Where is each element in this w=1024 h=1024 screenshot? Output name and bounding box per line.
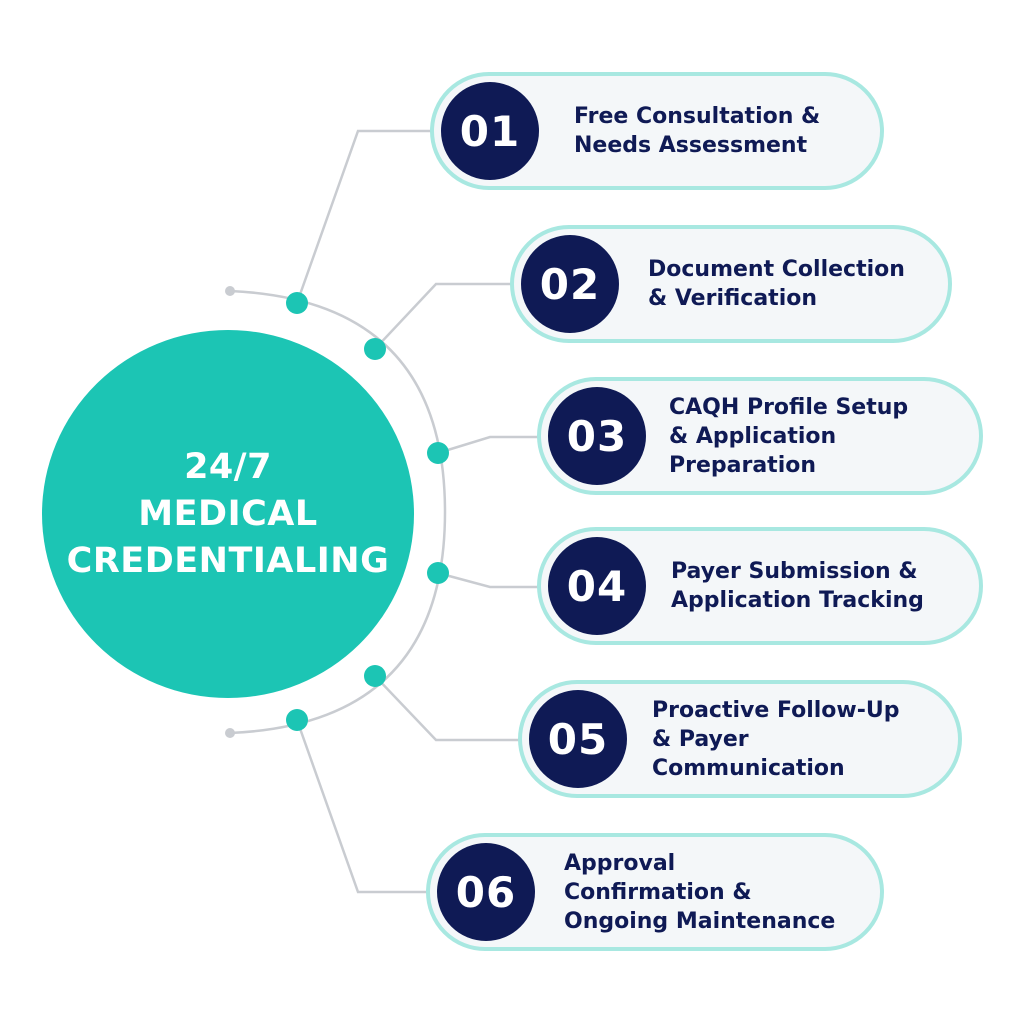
step-01: 01 Free Consultation & Needs Assessment	[430, 72, 884, 190]
step-label: Approval Confirmation & Ongoing Maintena…	[564, 837, 866, 947]
step-number-badge: 01	[441, 82, 539, 180]
arc-end-dot-bottom	[225, 728, 235, 738]
step-label-line: Needs Assessment	[574, 133, 808, 158]
node-dot-05	[364, 665, 386, 687]
step-label: CAQH Profile Setup & Application Prepara…	[669, 381, 965, 491]
step-label-line: Application Tracking	[671, 588, 924, 613]
hub-line-3: CREDENTIALING	[66, 540, 390, 581]
step-number-badge: 03	[548, 387, 646, 485]
step-label-line: Preparation	[669, 452, 817, 478]
step-label: Proactive Follow-Up & Payer Communicatio…	[652, 684, 944, 794]
step-06: 06 Approval Confirmation & Ongoing Maint…	[426, 833, 884, 951]
node-dot-06	[286, 709, 308, 731]
step-number-badge: 06	[437, 843, 535, 941]
step-04: 04 Payer Submission & Application Tracki…	[537, 527, 983, 645]
connector-arc	[229, 289, 447, 735]
hub-line-2: MEDICAL	[138, 493, 318, 534]
step-label-line: Document Collection	[648, 257, 905, 282]
step-label: Payer Submission & Application Tracking	[671, 531, 965, 641]
step-label-line: Ongoing Maintenance	[564, 908, 836, 934]
step-number-badge: 04	[548, 537, 646, 635]
step-label-line: Payer Submission &	[671, 559, 918, 584]
hub-circle: 24/7 MEDICAL CREDENTIALING	[42, 330, 414, 698]
connector-02	[374, 282, 514, 350]
step-label-line: Communication	[652, 755, 845, 781]
connector-06	[295, 719, 430, 894]
arc-end-dot-top	[225, 286, 235, 296]
hub-line-1: 24/7	[184, 446, 272, 487]
step-05: 05 Proactive Follow-Up & Payer Communica…	[518, 680, 962, 798]
step-03: 03 CAQH Profile Setup & Application Prep…	[537, 377, 983, 495]
step-label: Free Consultation & Needs Assessment	[574, 76, 866, 186]
connector-05	[374, 675, 522, 742]
node-dot-04	[427, 562, 449, 584]
step-label-line: & Application	[669, 423, 837, 449]
node-dot-01	[286, 292, 308, 314]
node-dot-02	[364, 338, 386, 360]
node-dot-03	[427, 442, 449, 464]
connector-04	[437, 571, 541, 589]
step-label-line: Free Consultation &	[574, 104, 821, 129]
step-02: 02 Document Collection & Verification	[510, 225, 952, 343]
step-label-line: & Verification	[648, 286, 818, 311]
step-number-badge: 05	[529, 690, 627, 788]
step-number-badge: 02	[521, 235, 619, 333]
step-label-line: Confirmation &	[564, 879, 752, 905]
step-label: Document Collection & Verification	[648, 229, 934, 339]
step-label-line: Proactive Follow-Up	[652, 697, 900, 723]
step-label-line: CAQH Profile Setup	[669, 394, 909, 420]
step-label-line: & Payer	[652, 726, 749, 752]
connector-03	[437, 435, 541, 455]
step-label-line: Approval	[564, 850, 676, 876]
connector-01	[295, 129, 434, 304]
